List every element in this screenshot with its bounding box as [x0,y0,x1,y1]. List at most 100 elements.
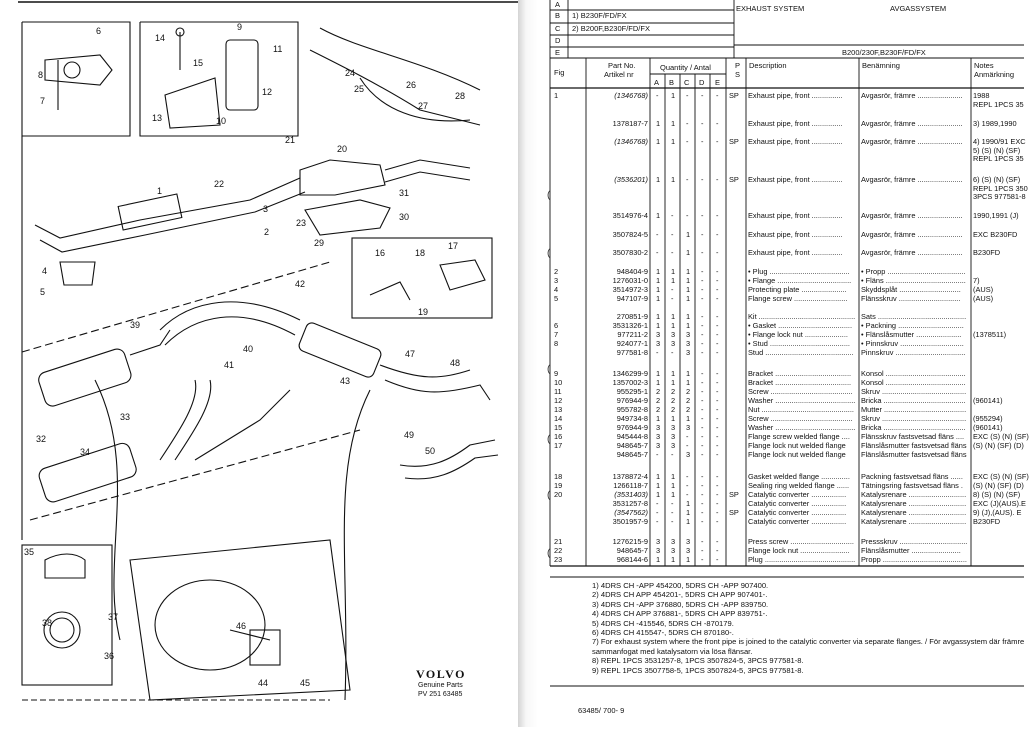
callout-number: 24 [345,68,355,78]
quantity-cell: 3 [656,441,661,450]
callout-number: 29 [314,238,324,248]
quantity-cell: - [656,91,659,100]
quantity-cell: 3 [686,348,691,357]
callout-number: 9 [237,22,242,32]
callout-number: 7 [40,96,45,106]
header-col-c: C [684,78,690,87]
quantity-cell: 3 [686,537,691,546]
description: Catalytic converter ................. [748,517,847,526]
quantity-cell: 1 [671,321,676,330]
variant-letter: B [555,11,561,20]
fig-number: 13 [554,405,563,414]
description: Screw ..................................… [748,387,853,396]
note: (960141) [973,423,1003,432]
quantity-cell: - [701,230,704,239]
publication-number: PV 251 63485 [418,691,463,698]
benamning: Packning fastsvetsad fläns ...... [861,472,963,481]
benamning: Flänsskruv fastsvetsad fläns .... [861,432,965,441]
quantity-cell: 1 [656,472,661,481]
quantity-cell: 1 [686,414,691,423]
callout-number: 49 [404,430,414,440]
quantity-cell: 2 [656,387,661,396]
description: Bracket ................................… [748,378,852,387]
fig-number: 4 [554,285,559,294]
description: Plug ...................................… [748,555,856,564]
description: Exhaust pipe, front ............... [748,119,843,128]
quantity-cell: - [701,481,704,490]
quantity-cell: 1 [671,414,676,423]
description: Kit ....................................… [748,312,856,321]
quantity-cell: 3 [656,423,661,432]
quantity-cell: - [686,441,689,450]
ps-flag: SP [729,490,739,499]
benamning: Tätningsring fastsvetsad fläns . [861,481,963,490]
benamning: • Flänslåsmutter ...................... [861,330,962,339]
callout-number: 39 [130,320,140,330]
quantity-cell: - [701,175,704,184]
benamning: Pressskruv .............................… [861,537,968,546]
footnote: 1) 4DRS CH -APP 454200, 5DRS CH -APP 907… [592,581,769,590]
quantity-cell: - [716,396,719,405]
quantity-cell: 1 [686,230,691,239]
quantity-cell: 2 [656,396,661,405]
part-number: 1266118-7 [613,481,648,490]
part-number: (3531403) [614,490,648,499]
quantity-cell: - [701,432,704,441]
header-part-no: Part No. [608,61,636,70]
callout-number: 36 [104,651,114,661]
description: Flange lock nut ........................ [748,546,850,555]
description: Exhaust pipe, front ............... [748,175,843,184]
quantity-cell: 3 [671,432,676,441]
quantity-cell: - [671,499,674,508]
part-number: 3514976-4 [612,211,648,220]
callout-number: 2 [264,227,269,237]
note: (1378511) [973,330,1007,339]
part-number: (3536201) [614,175,648,184]
quantity-cell: - [716,369,719,378]
benamning: • Fläns ................................… [861,276,966,285]
description: Stud ...................................… [748,348,854,357]
header-col-e: E [715,78,721,87]
quantity-cell: - [671,211,674,220]
quantity-cell: 1 [656,211,661,220]
note: 4) 1990/91 EXC [973,137,1026,146]
quantity-cell: - [701,490,704,499]
quantity-cell: - [716,537,719,546]
quantity-cell: - [701,285,704,294]
quantity-cell: - [716,450,719,459]
note-continued: REPL 1PCS 35 [973,154,1024,164]
part-number: 976944-9 [616,396,648,405]
quantity-cell: 1 [656,175,661,184]
benamning: • Packning .............................… [861,321,964,330]
callout-number: 22 [214,179,224,189]
quantity-cell: - [686,481,689,490]
benamning: Katalysrenare ..........................… [861,499,967,508]
note-continued: 5) (S) (N) (SF) [973,145,1021,155]
callout-number: 4 [42,266,47,276]
footnote: sammanfogat med katalysatorn via lösa fl… [592,646,753,656]
quantity-cell: - [671,248,674,257]
quantity-cell: 3 [656,432,661,441]
callout-number: 5 [40,287,45,297]
quantity-cell: 3 [671,441,676,450]
note: (AUS) [973,285,994,294]
benamning: Pinnskruv ..............................… [861,348,966,357]
callout-number: 45 [300,678,310,688]
quantity-cell: 1 [656,276,661,285]
part-number: (3547562) [614,508,648,517]
quantity-cell: - [701,537,704,546]
description: Nut ....................................… [748,405,854,414]
quantity-cell: - [716,211,719,220]
fig-number: 1 [554,91,559,100]
benamning: Bricka .................................… [861,396,966,405]
